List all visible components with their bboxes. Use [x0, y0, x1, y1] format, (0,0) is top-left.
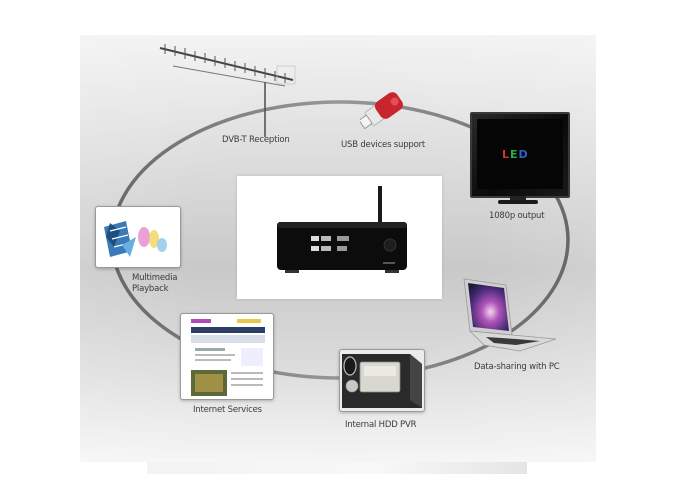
- feature-label-dvbt: DVB-T Reception: [222, 135, 290, 145]
- web-page-icon: [185, 317, 269, 397]
- tv-stand-neck: [510, 196, 526, 200]
- top-margin: [160, 0, 390, 16]
- hard-drive-thumb: [339, 349, 425, 412]
- antenna-icon: [159, 44, 296, 137]
- usb-drive-icon: [360, 92, 403, 130]
- center-device-panel: [237, 176, 442, 299]
- set-top-box-icon: [277, 186, 407, 273]
- multimedia-thumb: [95, 206, 181, 268]
- tv-stand-base: [498, 200, 538, 204]
- feature-label-usb: USB devices support: [341, 140, 426, 150]
- feature-label-internet: Internet Services: [193, 405, 262, 415]
- feature-label-output: 1080p output: [489, 211, 545, 221]
- laptop-icon: [463, 278, 557, 352]
- bottom-strip: [147, 462, 527, 474]
- tv-screen-text: LED: [502, 148, 529, 161]
- feature-label-multimedia-line2: Playback: [132, 284, 169, 294]
- tv-monitor-icon: LED: [470, 112, 570, 198]
- web-page-thumb: [180, 313, 274, 400]
- feature-label-multimedia-line1: Multimedia: [132, 273, 178, 283]
- feature-label-pvr: Internal HDD PVR: [345, 420, 417, 430]
- hard-drive-icon: [342, 354, 422, 408]
- feature-label-pc: Data-sharing with PC: [474, 362, 560, 372]
- feature-label-multimedia: Multimedia Playback: [132, 273, 177, 295]
- multimedia-icon: [104, 221, 167, 257]
